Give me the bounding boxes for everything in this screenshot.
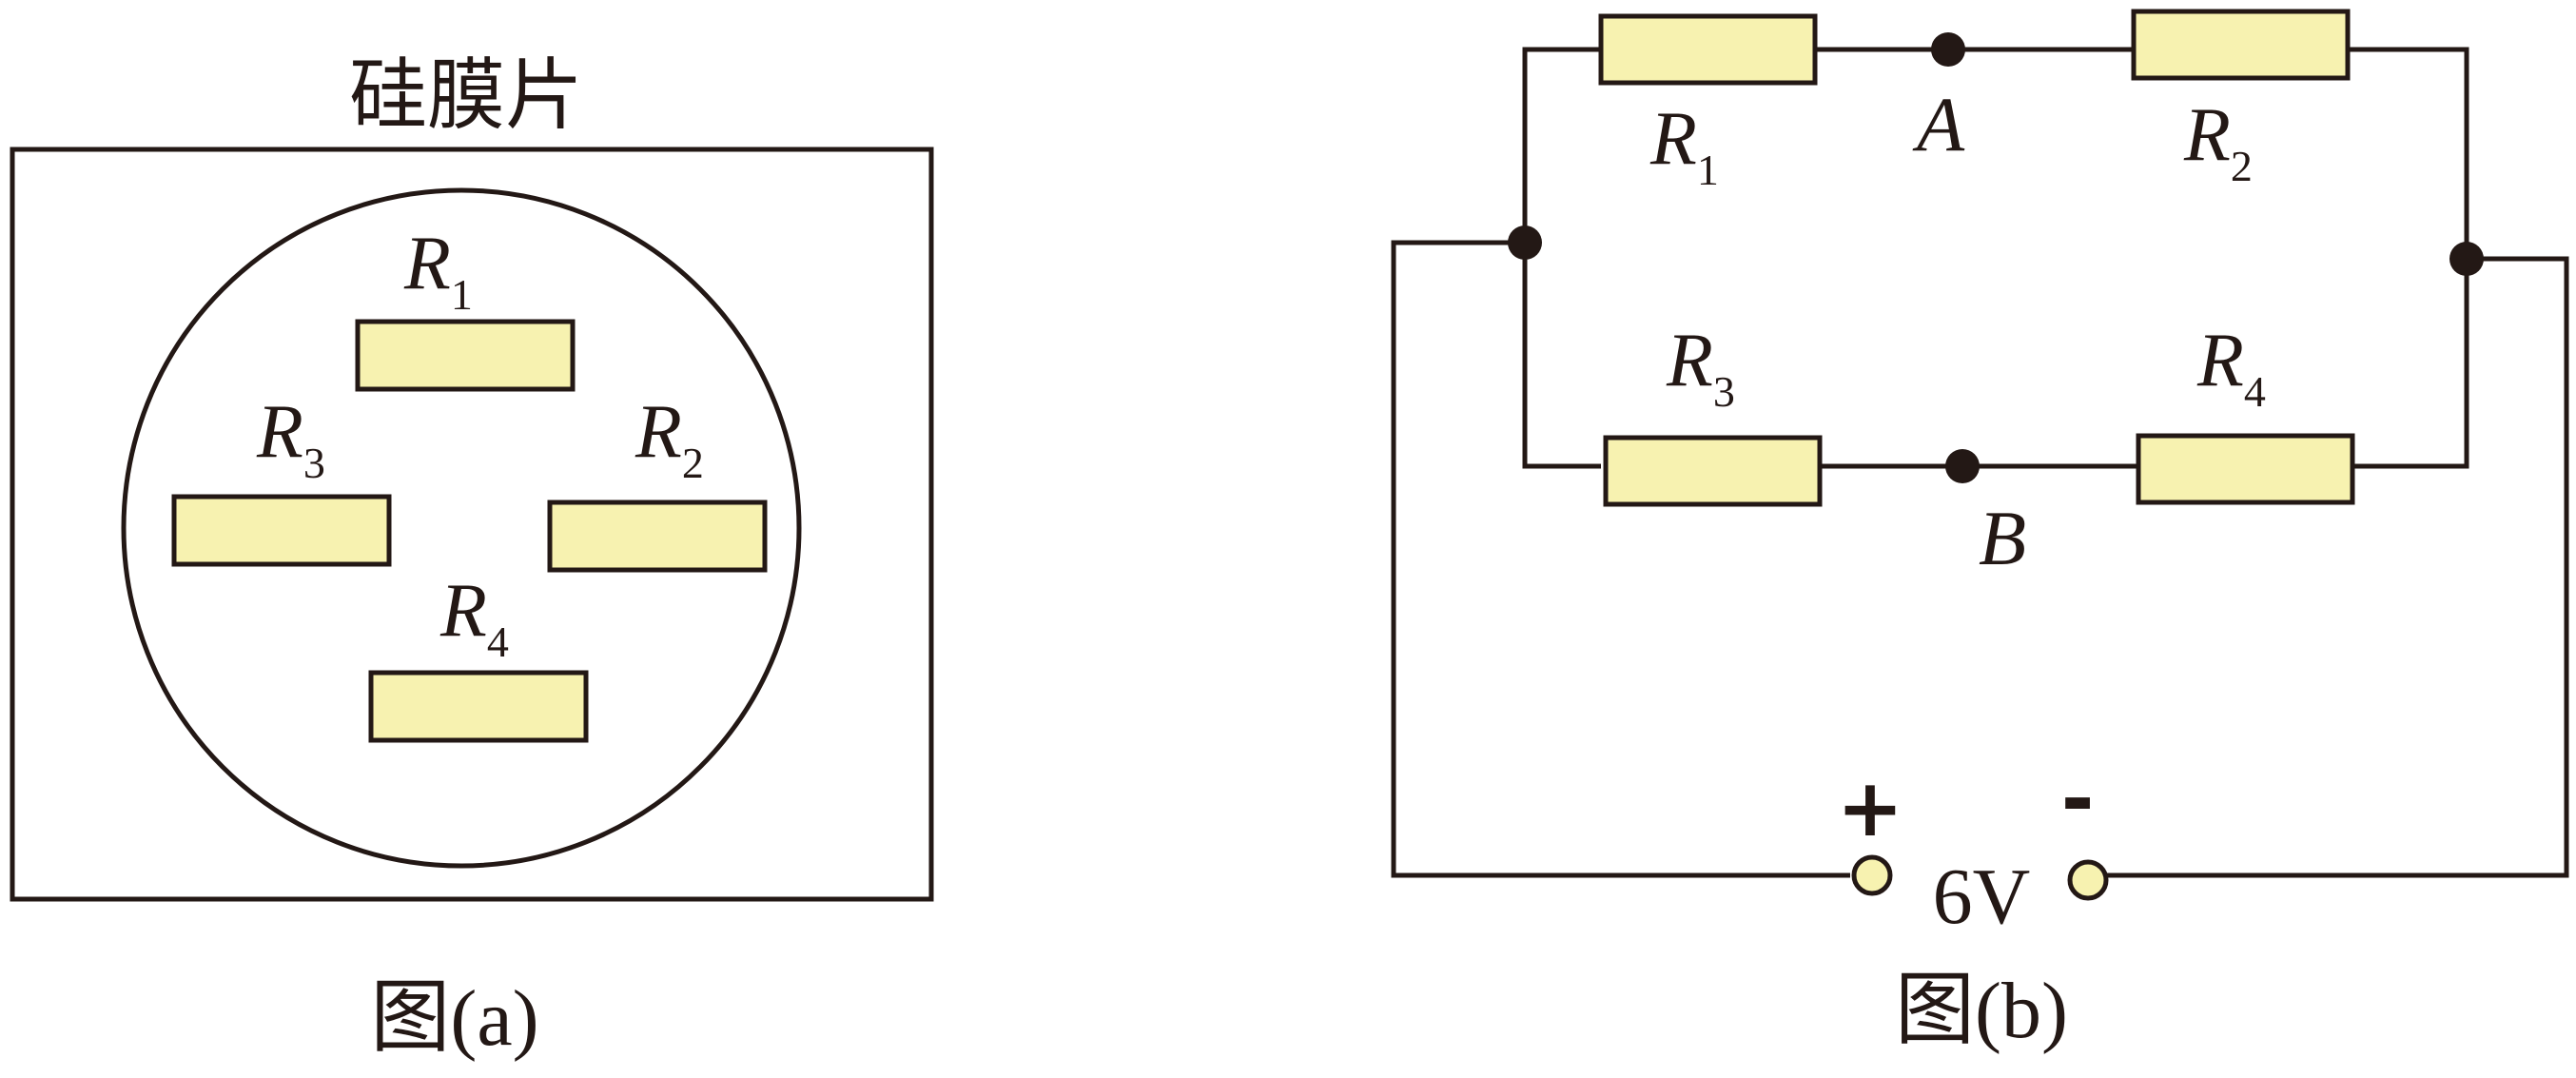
bridge-label-r2: R2 xyxy=(2183,93,2253,190)
bridge-resistor-r2 xyxy=(2131,9,2351,81)
chip-resistor-r4 xyxy=(368,670,589,743)
wire-left-bridge xyxy=(1522,47,1601,469)
wire-supply-right xyxy=(2107,256,2569,878)
caption-a: 图(a) xyxy=(370,974,538,1063)
figure-a: 硅膜片 R1 R3 R2 R4 图(a) xyxy=(10,50,934,1063)
junction-right-dot xyxy=(2449,242,2484,276)
chip-resistor-r3 xyxy=(171,494,392,567)
figure-b: R1 R2 R3 R4 A B + - 6V 图(b) xyxy=(1391,9,2569,1055)
chip-frame xyxy=(10,147,934,902)
bridge-label-r1: R1 xyxy=(1649,97,1719,194)
bridge-resistor-r3 xyxy=(1603,435,1823,507)
junction-left-dot xyxy=(1508,225,1542,260)
wire-supply-left xyxy=(1391,240,1850,878)
wire-right-bridge xyxy=(2348,47,2469,469)
node-a-label: A xyxy=(1912,81,1965,167)
plus-sign: + xyxy=(1837,761,1903,854)
terminal-positive xyxy=(1851,854,1893,896)
node-a-dot xyxy=(1931,32,1965,67)
voltage-label: 6V xyxy=(1933,853,2031,941)
chip-label-r4: R4 xyxy=(439,569,509,666)
bridge-resistor-r1 xyxy=(1598,13,1818,86)
node-b-dot xyxy=(1945,449,1980,483)
bridge-label-r3: R3 xyxy=(1666,319,1735,416)
chip-label: 硅膜片 xyxy=(349,50,583,141)
caption-b: 图(b) xyxy=(1895,967,2068,1055)
chip-resistor-r2 xyxy=(547,500,768,573)
chip-resistor-r1 xyxy=(355,319,576,392)
membrane-circle xyxy=(121,187,802,869)
bridge-label-r4: R4 xyxy=(2196,319,2266,416)
chip-label-r2: R2 xyxy=(634,390,704,487)
chip-label-r3: R3 xyxy=(256,390,325,487)
node-b-label: B xyxy=(1979,495,2026,581)
bridge-resistor-r4 xyxy=(2136,433,2355,505)
chip-label-r1: R1 xyxy=(403,222,473,319)
minus-sign: - xyxy=(2061,752,2095,845)
terminal-negative xyxy=(2067,859,2109,901)
